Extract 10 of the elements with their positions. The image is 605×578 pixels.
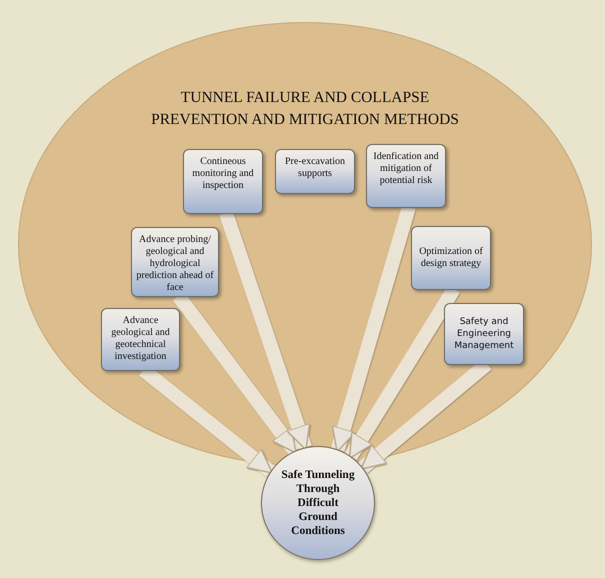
method-box: Optimization of design strategy — [411, 226, 491, 290]
block-arrow — [331, 205, 416, 453]
method-box: Advance probing/ geological and hydrological prediction ahead of face — [131, 227, 219, 297]
method-box: Pre-excavation supports — [275, 149, 355, 194]
method-box: Safety and Engineering Management — [444, 303, 524, 365]
ellipse-heading: TUNNEL FAILURE AND COLLAPSE PREVENTION AND MITIGATION METHODS — [150, 88, 460, 130]
method-box: Advance geological and geotechnical investigation — [101, 308, 180, 371]
method-box: Idenfication and mitigation of potential risk — [366, 144, 446, 208]
goal-circle: Safe Tunneling Through Difficult Ground Conditions — [261, 446, 375, 560]
method-box: Contineous monitoring and inspection — [183, 149, 263, 214]
